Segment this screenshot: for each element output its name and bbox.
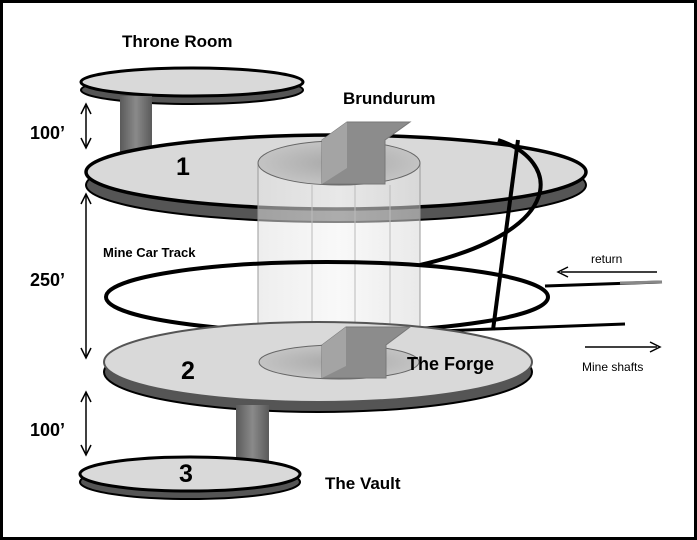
middle-gap-label: 250’ [30, 270, 65, 290]
mine-car-track-label: Mine Car Track [103, 245, 196, 260]
level-2-well [258, 326, 420, 380]
mine-shafts-label: Mine shafts [582, 360, 643, 374]
dimension-arrows [80, 102, 92, 457]
level-1-number: 1 [176, 153, 190, 181]
return-label: return [591, 252, 622, 266]
level-1-well [257, 121, 421, 186]
vault-disc [78, 455, 302, 500]
the-forge-label: The Forge [407, 354, 494, 374]
direction-arrows [556, 266, 662, 353]
top-gap-label: 100’ [30, 123, 65, 143]
brundurum-label: Brundurum [343, 89, 436, 108]
level-3-number: 3 [179, 460, 193, 488]
level-2-number: 2 [181, 357, 195, 385]
return-track [544, 280, 663, 288]
throne-room-disc [79, 66, 305, 105]
throne-room-label: Throne Room [122, 32, 233, 51]
bottom-gap-label: 100’ [30, 420, 65, 440]
the-vault-label: The Vault [325, 474, 401, 493]
